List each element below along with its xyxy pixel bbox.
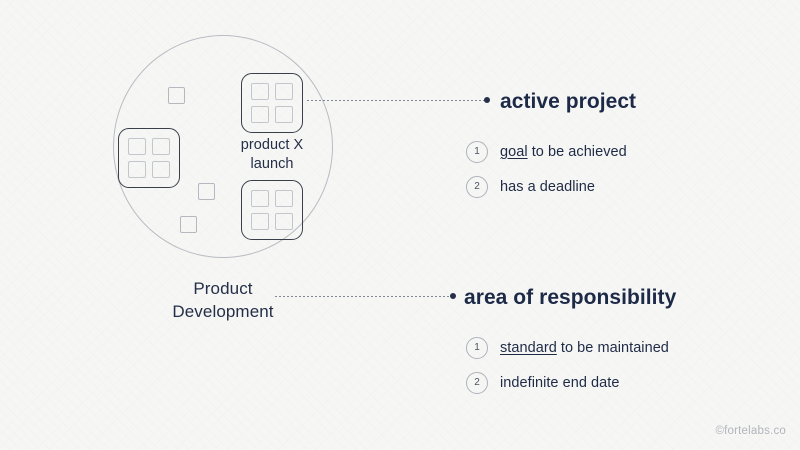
bullet-emphasis: goal <box>500 144 528 160</box>
grid-cell <box>251 190 269 207</box>
heading-area-of-responsibility: area of responsibility <box>464 286 677 309</box>
grid-cell <box>251 83 269 100</box>
grid-cell <box>251 213 269 230</box>
grid-cell <box>275 190 293 207</box>
grid-icon-bottom <box>241 180 303 240</box>
grid-cell <box>275 83 293 100</box>
lone-square-bottom <box>180 216 197 233</box>
bullet-emphasis: standard <box>500 340 557 356</box>
domain-circle-label: Product Development <box>143 277 303 323</box>
connector-dot-area-of-responsibility <box>450 293 456 299</box>
bullet-rest: to be maintained <box>556 340 669 356</box>
bullet-number: 1 <box>466 337 488 359</box>
bullet-row-area-1: 1 standard to be maintained <box>466 337 669 359</box>
domain-label-line1: Product <box>193 279 253 298</box>
domain-label-line2: Development <box>172 302 274 321</box>
bullet-number: 1 <box>466 141 488 163</box>
lone-square-top <box>168 87 185 104</box>
bullet-row-area-2: 2 indefinite end date <box>466 372 619 394</box>
bullet-text: standard to be maintained <box>500 340 669 356</box>
bullet-row-active-project-1: 1 goal to be achieved <box>466 141 627 163</box>
heading-active-project: active project <box>500 90 637 113</box>
grid-icon-caption-line1: product X <box>240 137 304 153</box>
bullet-text: goal to be achieved <box>500 144 627 160</box>
lone-square-middle <box>198 183 215 200</box>
bullet-rest: indefinite end date <box>500 375 620 391</box>
grid-cell <box>152 161 170 178</box>
bullet-text: has a deadline <box>500 179 595 195</box>
grid-cell <box>152 138 170 155</box>
grid-cell <box>275 106 293 123</box>
bullet-rest: to be achieved <box>527 144 627 160</box>
connector-active-project <box>306 100 486 101</box>
grid-icon-caption-line2: launch <box>250 156 294 172</box>
grid-icon-product-x-launch <box>241 73 303 133</box>
grid-icon-left <box>118 128 180 188</box>
connector-area-of-responsibility <box>274 296 452 297</box>
connector-dot-active-project <box>484 97 490 103</box>
bullet-number: 2 <box>466 372 488 394</box>
grid-icon-caption: product X launch <box>222 136 322 174</box>
watermark: ©fortelabs.co <box>715 425 786 437</box>
grid-cell <box>128 138 146 155</box>
bullet-row-active-project-2: 2 has a deadline <box>466 176 595 198</box>
grid-cell <box>275 213 293 230</box>
bullet-rest: has a deadline <box>500 179 596 195</box>
grid-cell <box>128 161 146 178</box>
domain-circle <box>113 35 333 258</box>
bullet-number: 2 <box>466 176 488 198</box>
bullet-text: indefinite end date <box>500 375 619 391</box>
grid-cell <box>251 106 269 123</box>
